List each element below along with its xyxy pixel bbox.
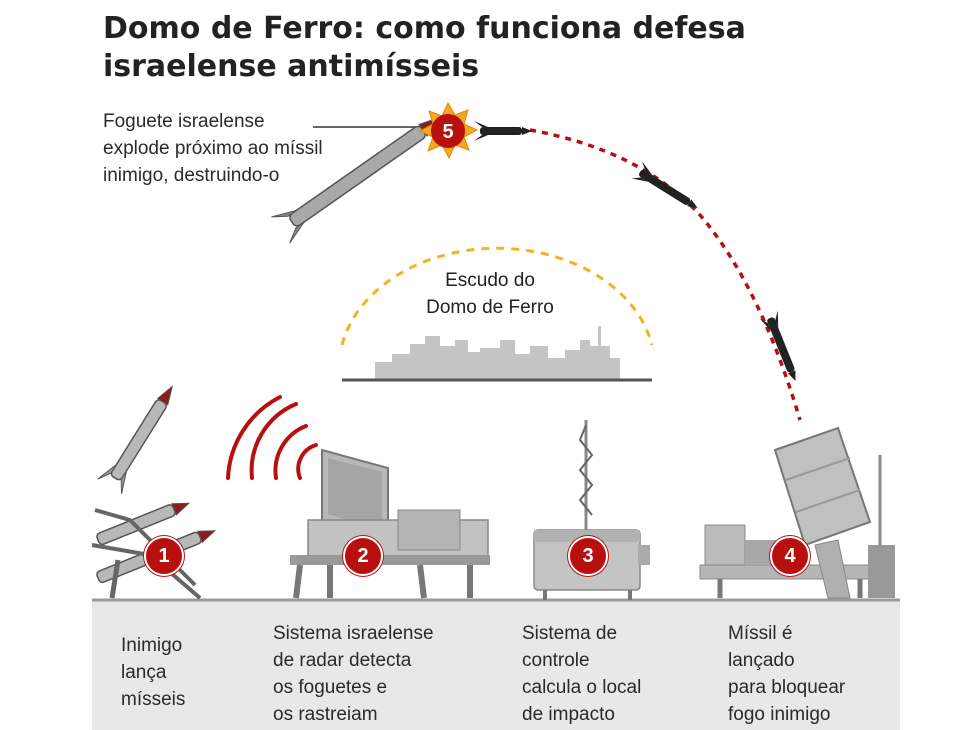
step-1-description: Inimigo lança mísseis <box>121 632 185 713</box>
step-1-line-3: mísseis <box>121 689 186 710</box>
step-2-line-4: os rastreiam <box>273 704 378 725</box>
explosion-number: 5 <box>442 121 453 143</box>
enemy-trajectory-path <box>529 128 802 421</box>
step-2-line-1: Sistema israelense <box>273 623 434 644</box>
callout-line-1: Foguete israelense <box>103 111 265 132</box>
title-line-1: Domo de Ferro: como funciona defesa <box>103 11 746 46</box>
page-title: Domo de Ferro: como funciona defesa isra… <box>103 10 863 86</box>
step-2-description: Sistema israelense de radar detecta os f… <box>273 620 434 728</box>
step-badge-3: 3 <box>568 536 608 576</box>
step-2-line-2: de radar detecta <box>273 650 412 671</box>
step-3-line-1: Sistema de <box>522 623 618 644</box>
step-4-line-4: fogo inimigo <box>728 704 831 725</box>
step-2-line-3: os foguetes e <box>273 677 388 698</box>
step-4-line-1: Míssil é <box>728 623 793 644</box>
step-4-line-2: lançado <box>728 650 795 671</box>
enemy-missile-icon <box>474 121 532 141</box>
callout-line-2: explode próximo ao míssil <box>103 138 323 159</box>
radar-station-icon <box>290 448 490 599</box>
step-3-description: Sistema de controle calcula o local de i… <box>522 620 641 728</box>
radar-waves-icon <box>226 395 318 480</box>
shield-label-line-2: Domo de Ferro <box>426 297 554 318</box>
callout-line-3: inimigo, destruindo-o <box>103 165 280 186</box>
shield-arc <box>340 246 654 346</box>
step-1-line-2: lança <box>121 662 167 683</box>
step-4-line-3: para bloquear <box>728 677 846 698</box>
step-3-line-3: calcula o local <box>522 677 642 698</box>
step-badge-2: 2 <box>343 536 383 576</box>
explosion-icon: 5 <box>418 101 479 160</box>
explosion-callout: Foguete israelense explode próximo ao mí… <box>103 108 403 189</box>
step-3-line-2: controle <box>522 650 590 671</box>
title-line-2: israelense antimísseis <box>103 49 480 84</box>
step-1-line-1: Inimigo <box>121 635 183 656</box>
enemy-missile-icon <box>759 310 796 382</box>
city-skyline-icon <box>375 326 620 380</box>
ground-strip <box>92 600 900 730</box>
step-badge-4: 4 <box>770 536 810 576</box>
step-badge-1: 1 <box>144 536 184 576</box>
interceptor-rocket-icon <box>271 114 446 244</box>
step-3-line-4: de impacto <box>522 704 615 725</box>
step-4-description: Míssil é lançado para bloquear fogo inim… <box>728 620 845 728</box>
shield-label: Escudo do Domo de Ferro <box>400 267 580 321</box>
shield-label-line-1: Escudo do <box>445 270 535 291</box>
